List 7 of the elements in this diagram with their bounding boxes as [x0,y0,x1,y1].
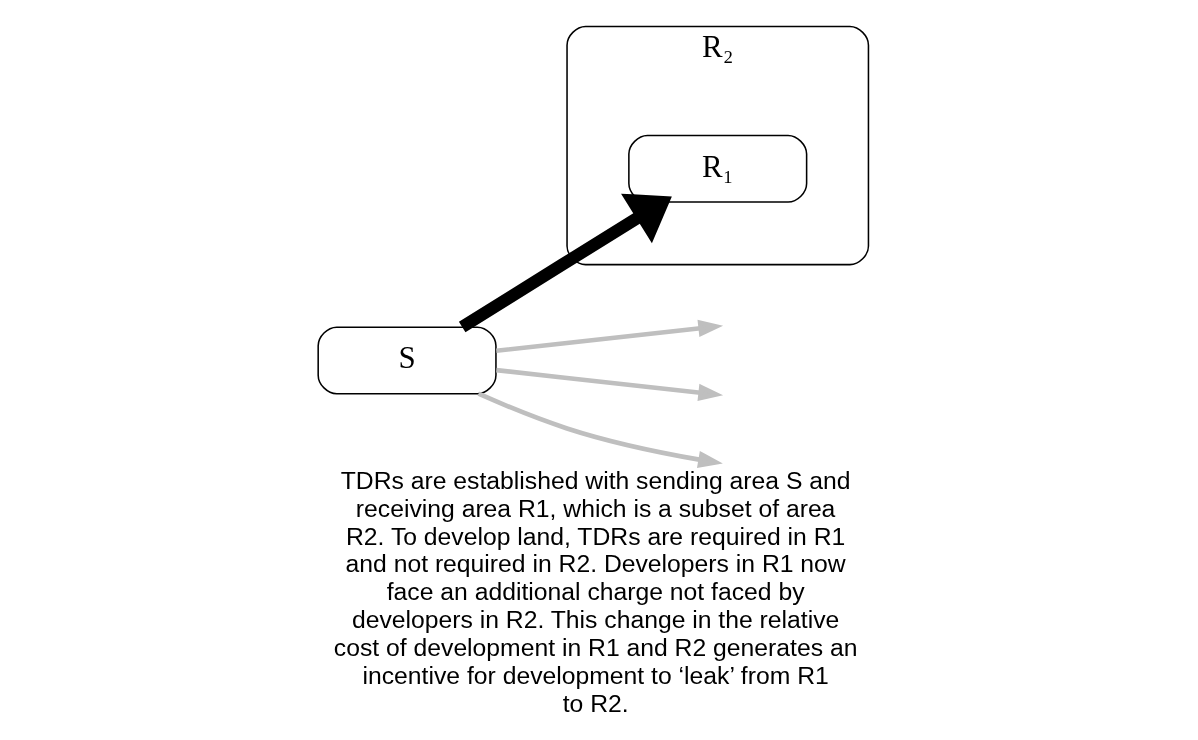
caption: TDRs are established with sending area S and receiving area R1, which is a subset of area R2. To develop land, TDRs are required in R1 and not required in R2. Developers in R1 now face an additional charge not faced by developers in R2. This change in the relative cost of development in R1 and R2 generates an incentive for development to ‘leak’ from R1 to R2. [333,466,857,717]
node-box: S [316,326,497,395]
node-box: R₁ [627,134,807,203]
arrow [477,391,723,469]
arrow [495,367,723,402]
arrow [495,319,723,354]
arrow [458,193,672,333]
